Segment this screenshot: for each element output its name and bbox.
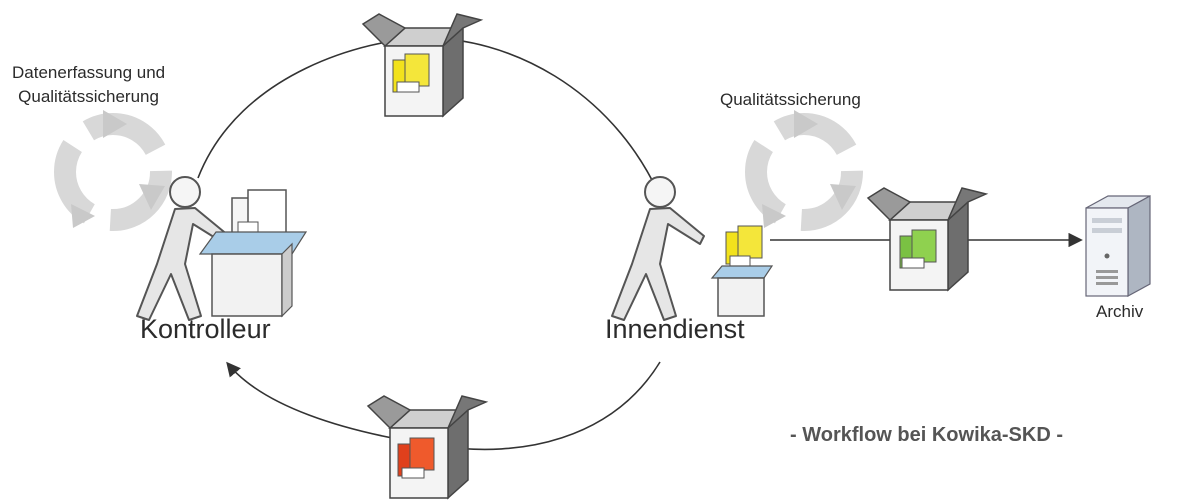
box-icon bbox=[867, 187, 987, 291]
kontrolleur-label: Kontrolleur bbox=[140, 314, 271, 344]
server-icon bbox=[1085, 194, 1151, 298]
qualitaetssicherung-label: Qualitätssicherung bbox=[720, 90, 861, 109]
datenerfassung-label-line2: Qualitätssicherung bbox=[18, 87, 159, 106]
recycle-icon bbox=[756, 110, 856, 228]
datenerfassung-label: Datenerfassung und Qualitätssicherung bbox=[12, 61, 165, 109]
datenerfassung-label-line1: Datenerfassung und bbox=[12, 63, 166, 82]
recycle-icon bbox=[65, 110, 165, 228]
workflow-caption: - Workflow bei Kowika-SKD - bbox=[790, 424, 1063, 446]
person-icon bbox=[611, 176, 705, 321]
kontrolleur-desk bbox=[198, 189, 308, 318]
archiv-label: Archiv bbox=[1096, 302, 1144, 321]
box-icon bbox=[362, 13, 482, 117]
innendienst-desk bbox=[710, 225, 774, 317]
innendienst-label: Innendienst bbox=[605, 314, 745, 344]
box-icon bbox=[367, 395, 487, 499]
